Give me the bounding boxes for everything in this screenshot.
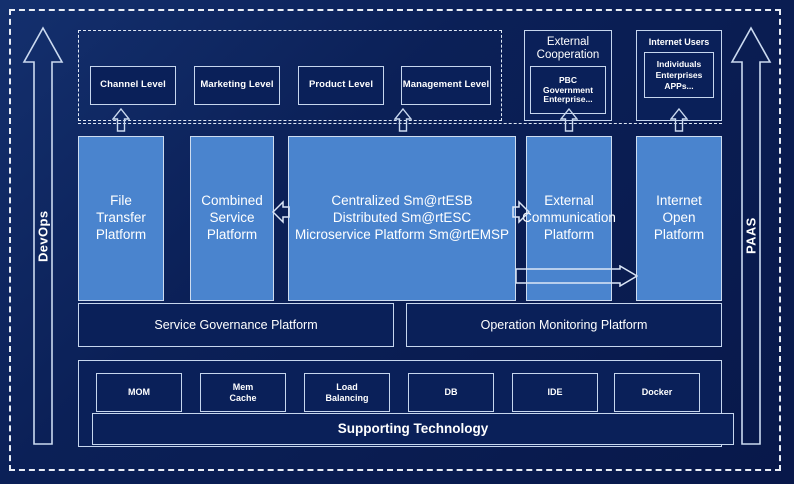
service-governance-platform[interactable]: Service Governance Platform bbox=[78, 303, 394, 347]
up-arrow-centralized-icon bbox=[394, 108, 412, 132]
consumer-levels-group bbox=[78, 30, 502, 121]
paas-arrow: PAAS bbox=[730, 26, 772, 446]
supporting-tech-label-mom: MOM bbox=[128, 387, 150, 398]
level-label-marketing: Marketing Level bbox=[200, 79, 274, 91]
level-box-channel[interactable]: Channel Level bbox=[90, 66, 176, 105]
supporting-tech-label-db: DB bbox=[444, 387, 458, 398]
level-label-management: Management Level bbox=[402, 79, 490, 91]
up-arrow-file-transfer-icon bbox=[112, 108, 130, 132]
supporting-technology-bar[interactable]: Supporting Technology bbox=[92, 413, 734, 445]
external-cooperation-inner: PBC Government Enterprise... bbox=[530, 66, 606, 115]
external-cooperation-box[interactable]: External Cooperation PBC Government Ente… bbox=[524, 30, 612, 121]
level-box-management[interactable]: Management Level bbox=[401, 66, 491, 105]
supporting-tech-docker[interactable]: Docker bbox=[614, 373, 700, 412]
level-box-marketing[interactable]: Marketing Level bbox=[194, 66, 280, 105]
platform-label-centralized-1: Centralized Sm@rtESB bbox=[331, 193, 473, 209]
platform-label-centralized-3: Microservice Platform Sm@rtEMSP bbox=[295, 226, 509, 242]
supporting-tech-ide[interactable]: IDE bbox=[512, 373, 598, 412]
operation-monitoring-platform[interactable]: Operation Monitoring Platform bbox=[406, 303, 722, 347]
external-cooperation-title: External Cooperation bbox=[536, 36, 600, 62]
operation-monitoring-label: Operation Monitoring Platform bbox=[480, 317, 648, 332]
platform-label-centralized-2: Distributed Sm@rtESC bbox=[332, 210, 472, 226]
arrow-long-esb-to-internet-open-icon bbox=[516, 265, 638, 287]
service-governance-label: Service Governance Platform bbox=[154, 317, 318, 332]
internet-users-inner: Individuals Enterprises APPs... bbox=[644, 52, 714, 99]
diagram-outer-frame bbox=[9, 9, 781, 471]
level-label-product: Product Level bbox=[308, 79, 374, 91]
platform-centralized-esb[interactable]: Centralized Sm@rtESB Distributed Sm@rtES… bbox=[288, 136, 516, 301]
up-arrow-external-comm-icon bbox=[560, 108, 578, 132]
arrow-left-combined-to-esb-icon bbox=[272, 199, 290, 225]
supporting-technology-title: Supporting Technology bbox=[337, 421, 489, 437]
supporting-tech-label-ide: IDE bbox=[547, 387, 563, 398]
supporting-tech-label-docker: Docker bbox=[641, 387, 673, 398]
arrow-right-esb-to-external-icon bbox=[512, 199, 530, 225]
devops-arrow: DevOps bbox=[22, 26, 64, 446]
level-box-product[interactable]: Product Level bbox=[298, 66, 384, 105]
internet-users-box[interactable]: Internet Users Individuals Enterprises A… bbox=[636, 30, 722, 121]
supporting-tech-mom[interactable]: MOM bbox=[96, 373, 182, 412]
up-arrow-internet-open-icon bbox=[670, 108, 688, 132]
level-label-channel: Channel Level bbox=[100, 79, 166, 91]
supporting-tech-db[interactable]: DB bbox=[408, 373, 494, 412]
internet-users-title: Internet Users bbox=[648, 37, 710, 47]
